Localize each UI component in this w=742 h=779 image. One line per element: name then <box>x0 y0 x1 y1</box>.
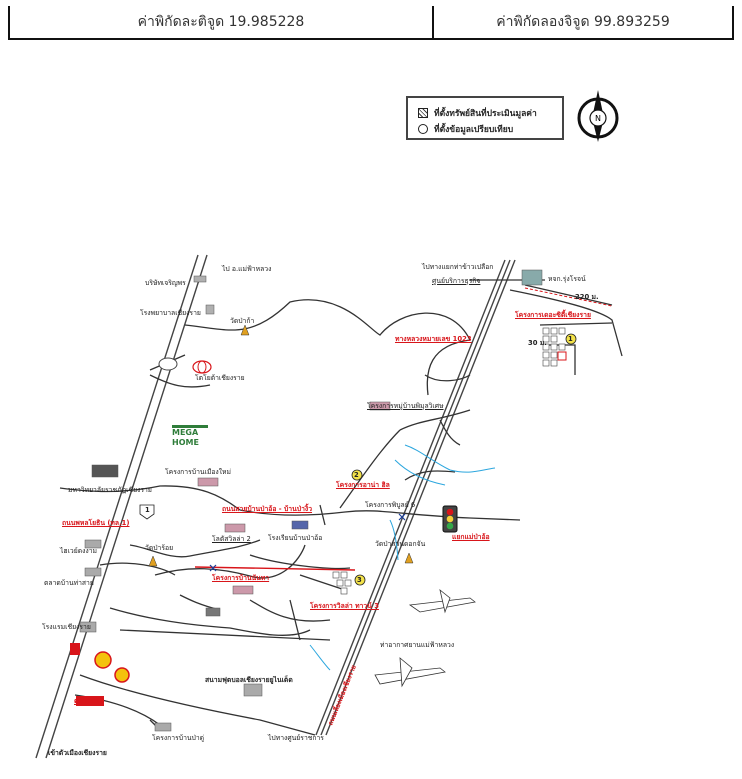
label-to-mae-fa-luang: ไป อ.แม่ฟ้าหลวง <box>222 265 272 273</box>
label-project-water: โครงการอาน่า ฮิล <box>336 481 390 489</box>
marker-1 <box>565 333 577 345</box>
route-1-label: 1 <box>145 506 150 514</box>
mega-home-line1: MEGA <box>172 428 199 437</box>
mega-home-line2: HOME <box>172 438 199 447</box>
subject-plot <box>557 351 567 361</box>
marker-3 <box>354 574 366 586</box>
latitude-box: ค่าพิกัดละติจูด 19.985228 <box>8 6 432 40</box>
marker-2-label: 2 <box>354 471 359 479</box>
label-lotus-villa: โลตัสวิลล่า 2 <box>212 535 251 543</box>
label-irrigation-canal: ทางหลวงหมายเลข 1023 <box>395 335 472 343</box>
local-roads <box>59 279 623 736</box>
compass-icon: N <box>577 90 619 142</box>
plots-top-right <box>542 327 566 367</box>
longitude-text: ค่าพิกัดลองจิจูด 99.893259 <box>496 14 670 30</box>
red-road-line <box>194 566 356 571</box>
label-road-sri: โครงการพิบูลย์ 6 <box>365 501 416 509</box>
label-to-airport-road: ไปทางแยกท่าข้าวเปลือก <box>422 263 494 271</box>
temple-icons <box>148 324 414 567</box>
plots-middle <box>332 571 352 595</box>
intersection-markers <box>209 513 406 572</box>
label-project-pine-hill: โครงการหมู่บ้านพิมุลวิเศษ <box>367 402 444 410</box>
label-stadium: สนามฟุตบอลเชียงรายยูไนเต็ด <box>205 676 293 684</box>
label-project-ban-na: โครงการบ้านนันทา <box>212 574 270 582</box>
shell-logo <box>70 643 130 706</box>
map-legend: ที่ตั้งทรัพย์สินที่ประเมินมูลค่า ที่ตั้ง… <box>406 96 564 140</box>
label-dist-220: 220 ม. <box>575 293 599 301</box>
traffic-light-icon <box>442 505 458 533</box>
marker-3-label: 3 <box>357 576 362 584</box>
highway-phahonyothin <box>35 254 208 759</box>
label-red-left: ตลาดสด <box>74 697 100 705</box>
label-project-muang-mai: โครงการบ้านเมืองใหม่ <box>165 468 232 476</box>
label-business-center: ศูนย์บริการธุรกิจ <box>432 277 481 285</box>
label-intersection-pa-o: แยกแม่ป่าอ้อ <box>452 533 490 541</box>
label-rajabhat: มหาวิทยาลัยราชภัฏเชียงราย <box>68 486 152 494</box>
label-sao-dong: ไฮเวย์ดงงาม <box>60 547 98 555</box>
label-chiang-rai-dh: โรงแรมเชียงราย <box>42 623 91 631</box>
legend-appraised-label: ที่ตั้งทรัพย์สินที่ประเมินมูลค่า <box>434 109 537 119</box>
label-wat-pa: วัดป่าก้า <box>230 317 255 325</box>
route-1-shield <box>139 504 155 520</box>
label-ban-pa-du: โครงการบ้านป่าดู่ <box>152 734 205 742</box>
label-pmy-stone: หจก.รุ่งโรจน์ <box>548 275 586 283</box>
label-tha-sai-road: ถนนสายบ้านป่าอ้อ - บ้านป่างิ้ว <box>222 505 313 513</box>
compass-north-label: N <box>595 114 601 123</box>
label-charoen-phon: บริษัทเจริญพร <box>145 279 186 287</box>
airplane-icons <box>374 588 476 688</box>
mega-home-logo: MEGA HOME <box>172 425 208 450</box>
label-project-villa-3: โครงการวิลล่า ทาวน์ 3 <box>310 602 379 610</box>
label-toyota: โตโยต้าเชียงราย <box>195 374 245 382</box>
label-airport: ท่าอากาศยานแม่ฟ้าหลวง <box>380 641 455 649</box>
label-wat-klang: วัดป่าร้อย <box>145 544 174 552</box>
circle-icon <box>418 124 428 134</box>
label-hospital: โรงพยาบาลเชียงราย <box>140 309 201 317</box>
label-project-chiang-rai: โครงการเดอะซิตี้เชียงราย <box>515 311 591 319</box>
label-pa-o-school: โรงเรียนบ้านป่าอ้อ <box>268 534 323 542</box>
label-to-city: เข้าตัวเมืองเชียงราย <box>48 749 107 757</box>
highway-bypass <box>315 259 516 736</box>
toyota-logo <box>192 360 212 374</box>
label-dist-30: 30 ม. <box>528 339 547 347</box>
streams <box>309 444 496 671</box>
legend-comparable: ที่ตั้งข้อมูลเปรียบเทียบ <box>418 122 513 136</box>
legend-comparable-label: ที่ตั้งข้อมูลเปรียบเทียบ <box>434 125 514 135</box>
stadium-icon <box>243 683 263 697</box>
label-phahonyothin: ถนนพหลโยธิน (ทล.1) <box>62 519 130 527</box>
label-to-gov-center: ไปทางศูนย์ราชการ <box>268 734 324 742</box>
building-icons <box>79 269 543 732</box>
longitude-box: ค่าพิกัดลองจิจูด 99.893259 <box>432 6 734 40</box>
legend-appraised: ที่ตั้งทรัพย์สินที่ประเมินมูลค่า <box>418 106 537 120</box>
marker-2 <box>351 469 363 481</box>
label-ban-tha-market: ตลาดบ้านท่าสาย <box>44 579 94 587</box>
mazda-logo <box>158 357 178 371</box>
latitude-text: ค่าพิกัดละติจูด 19.985228 <box>137 14 305 30</box>
marker-1-label: 1 <box>568 335 573 343</box>
label-wat-sai: วัดป่าสวนดอกจัน <box>375 540 426 548</box>
hatched-square-icon <box>418 108 428 118</box>
